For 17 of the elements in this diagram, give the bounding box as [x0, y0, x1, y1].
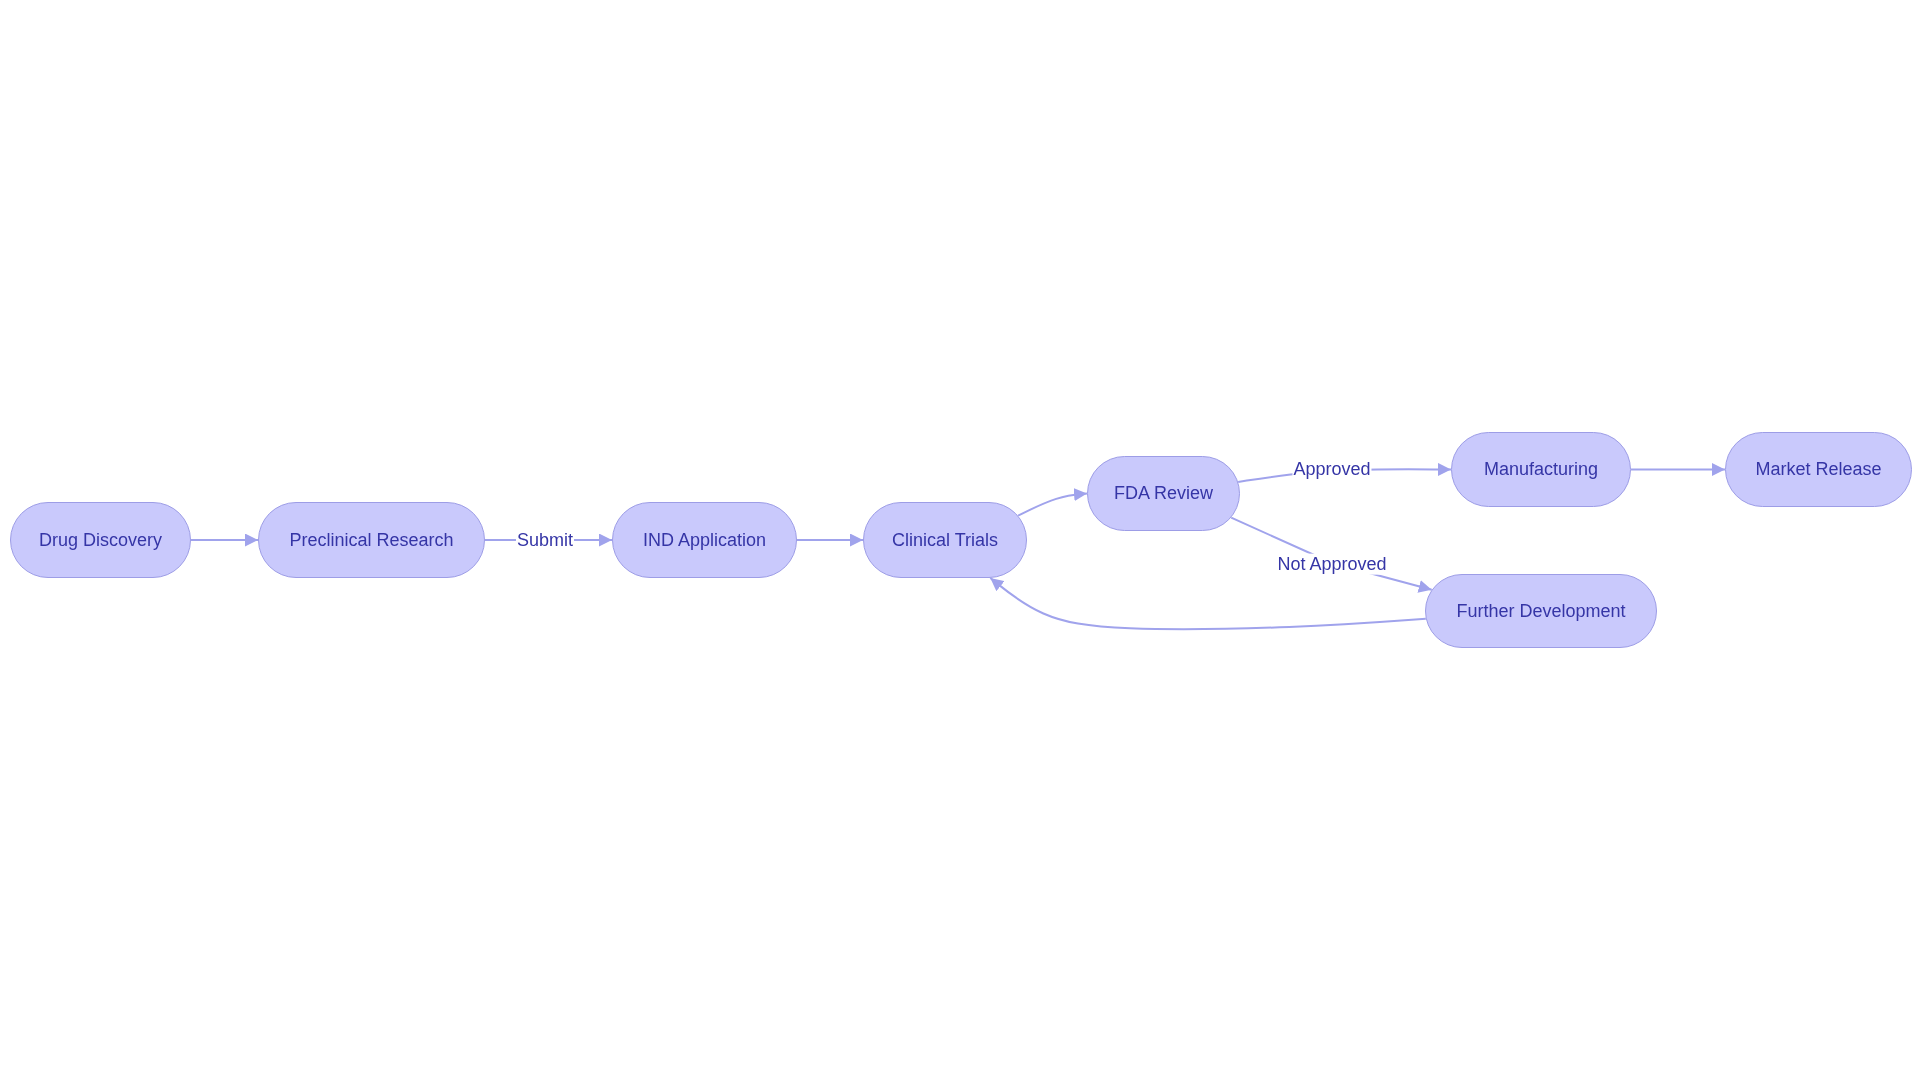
arrow [1630, 463, 1726, 476]
process-node [863, 502, 1027, 578]
arrow [190, 533, 259, 547]
process-node [1087, 456, 1240, 531]
process-node [1425, 574, 1657, 648]
node-text: Drug Discovery [39, 529, 162, 551]
node-text: Clinical Trials [892, 529, 998, 551]
node-text: FDA Review [1114, 483, 1213, 504]
node-text: Further Development [1456, 600, 1626, 622]
node-text: IND Application [642, 529, 767, 551]
node-text: Manufacturing [1483, 459, 1599, 480]
arrow [1017, 488, 1088, 517]
node-text: Preclinical Research [289, 529, 454, 551]
node-text: Market Release [1755, 459, 1882, 480]
arrow [989, 577, 1427, 631]
edge-label: Not Approved [1276, 553, 1388, 575]
arrow [796, 533, 864, 547]
